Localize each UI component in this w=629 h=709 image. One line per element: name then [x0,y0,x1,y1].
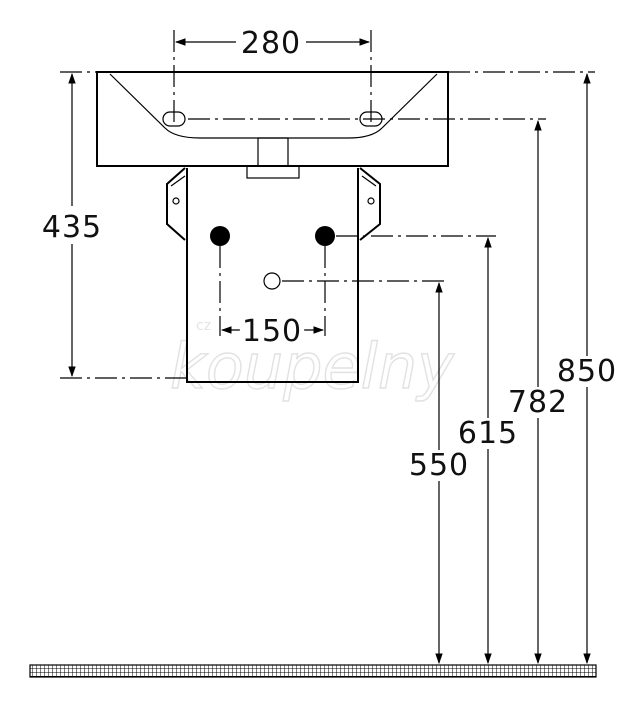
supply-connection-left [210,226,230,246]
watermark-prefix: cz [196,318,211,334]
watermark-logo: koupelny [170,330,455,403]
center-lines [60,30,595,379]
dimension-label-background [39,212,105,243]
dimension-782: 782 [505,119,571,665]
floor [29,664,597,678]
dimension-label-615: 615 [458,416,518,451]
drain-outlet [246,165,300,179]
dimension-label-782: 782 [508,385,568,420]
dimension-label-280: 280 [241,26,301,61]
dimension-435: 435 [39,72,105,378]
dimension-label-435: 435 [42,210,102,245]
bracket-left [166,167,186,241]
dimension-615: 615 [455,236,521,665]
drain-connection [263,272,281,290]
dimension-label-background [554,356,620,387]
drain-neck [257,137,289,167]
dimension-label-background [505,387,571,418]
dimension-label-550: 550 [409,448,469,483]
dimension-150: 150 [220,314,325,349]
bracket-right [359,167,381,241]
bracket-right-screw [367,197,375,205]
watermark: cz koupelny [169,318,456,404]
basin-bowl-edge [109,73,438,139]
basin [96,71,449,179]
bracket-right-inner [361,175,377,187]
dimension-280: 280 [174,26,371,61]
pedestal [166,167,381,383]
dimension-850: 850 [554,72,620,665]
dimension-label-background [238,28,304,59]
dimension-label-background [406,450,472,481]
dimension-label-150: 150 [242,314,302,349]
bracket-left-inner [170,175,186,187]
dimension-label-background [455,418,521,449]
dimension-550: 550 [406,281,472,665]
dimension-label-850: 850 [557,354,617,389]
supply-connection-right [315,226,335,246]
pedestal-outline [186,168,359,383]
bracket-left-screw [172,197,180,205]
dimension-label-background [239,316,305,347]
